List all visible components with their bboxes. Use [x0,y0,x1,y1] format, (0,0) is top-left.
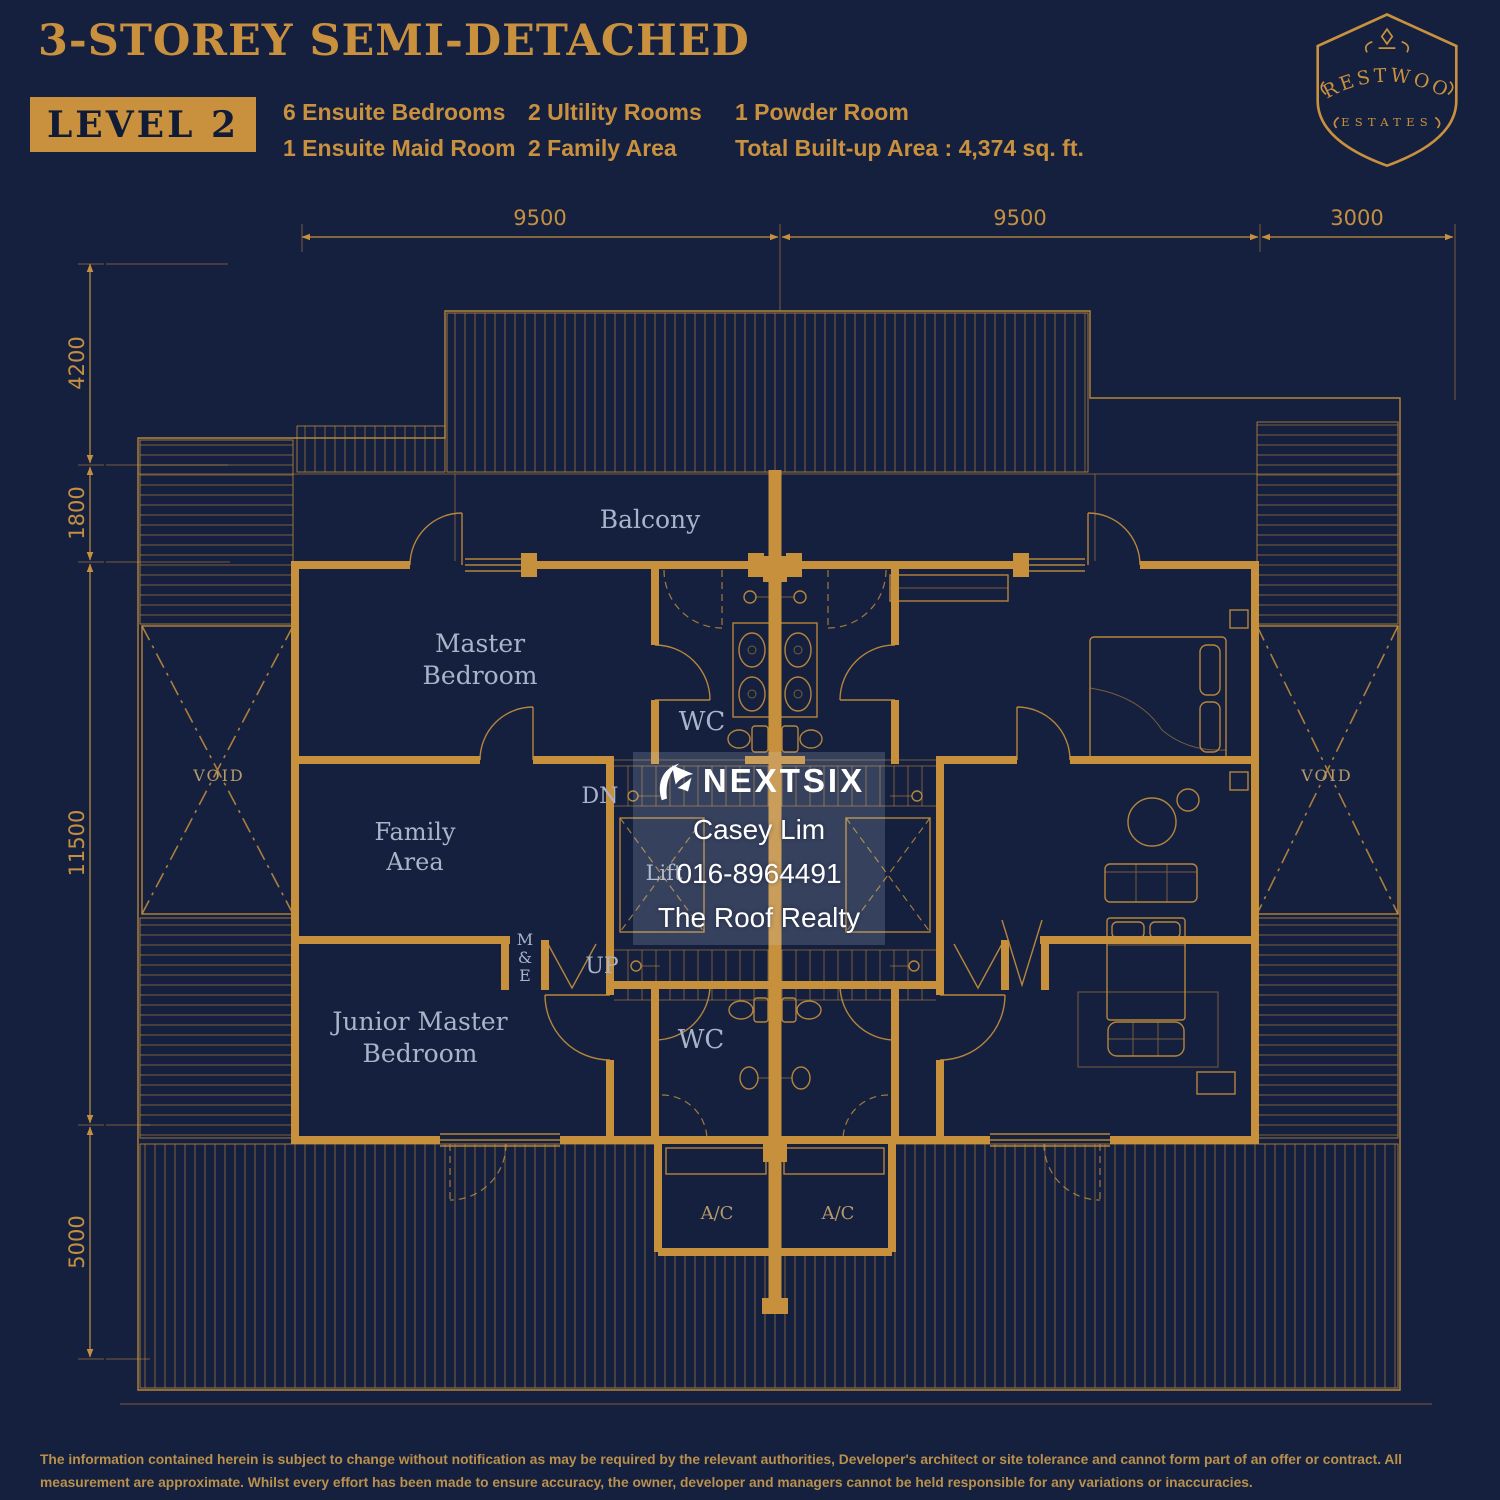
label-ac-left: A/C [700,1203,734,1224]
features-column-1: 6 Ensuite Bedrooms 1 Ensuite Maid Room [283,94,516,166]
label-junior-1: Junior Master [329,1007,507,1036]
label-wc-lower: WC [678,1025,725,1055]
watermark-agency: The Roof Realty [657,901,861,933]
label-family-1: Family [375,818,456,846]
dim-left-2: 1800 [65,486,89,539]
level-badge: LEVEL 2 [30,97,256,152]
feature-line: 2 Family Area [528,135,677,161]
label-me-1: M [517,930,533,949]
page-title: 3-STOREY SEMI-DETACHED [38,16,750,66]
furniture [889,574,1249,1095]
label-ac-right: A/C [821,1203,855,1224]
label-junior-2: Bedroom [363,1039,478,1068]
logo-sub-text: ESTATES [1341,115,1433,129]
watermark-phone: 016-8964491 [676,857,842,889]
label-dn: DN [582,784,619,809]
label-up: UP [585,954,619,979]
room-labels: Balcony Master Bedroom WC DN Family Area… [192,505,1353,1224]
label-balcony: Balcony [600,505,701,534]
dim-top-2: 9500 [993,206,1046,230]
label-void-right: VOID [1300,766,1353,785]
features-column-3: 1 Powder Room Total Built-up Area : 4,37… [735,94,1084,166]
label-wc-upper: WC [679,707,726,737]
dim-left-3: 11500 [65,810,89,877]
logo-ornament-icon [1320,27,1454,129]
label-master-1: Master [435,629,525,658]
nextsix-logo-icon [659,763,694,800]
party-wall [762,470,788,1314]
watermark-brand: NEXTSIX [702,761,866,799]
dim-left-1: 4200 [65,336,89,389]
label-lift: Lift [646,861,683,885]
feature-line: 1 Ensuite Maid Room [283,135,516,161]
watermark-brand-row: NEXTSIX [653,760,865,802]
crestwood-logo: CRESTWOOD ESTATES [1303,4,1458,168]
label-me-2: & [518,948,532,967]
label-family-2: Area [385,848,443,876]
agent-watermark: NEXTSIX Casey Lim 016-8964491 The Roof R… [633,752,885,945]
dim-top-1: 9500 [513,206,566,230]
feature-line: Total Built-up Area : 4,374 sq. ft. [735,135,1084,161]
label-master-2: Bedroom [423,661,538,690]
feature-line: 6 Ensuite Bedrooms [283,99,506,125]
feature-line: 2 Ultility Rooms [528,99,702,125]
features-column-2: 2 Ultility Rooms 2 Family Area [528,94,702,166]
watermark-agent: Casey Lim [692,813,826,845]
label-void-left: VOID [192,766,245,785]
feature-line: 1 Powder Room [735,99,909,125]
dim-top-3: 3000 [1330,206,1383,230]
dimension-lines: 9500 9500 3000 4200 1800 11500 5000 [65,206,1456,1360]
dim-left-4: 5000 [65,1215,89,1268]
label-me-3: E [519,966,531,985]
level-badge-label: LEVEL 2 [46,103,240,146]
disclaimer-text: The information contained herein is subj… [40,1452,1403,1490]
